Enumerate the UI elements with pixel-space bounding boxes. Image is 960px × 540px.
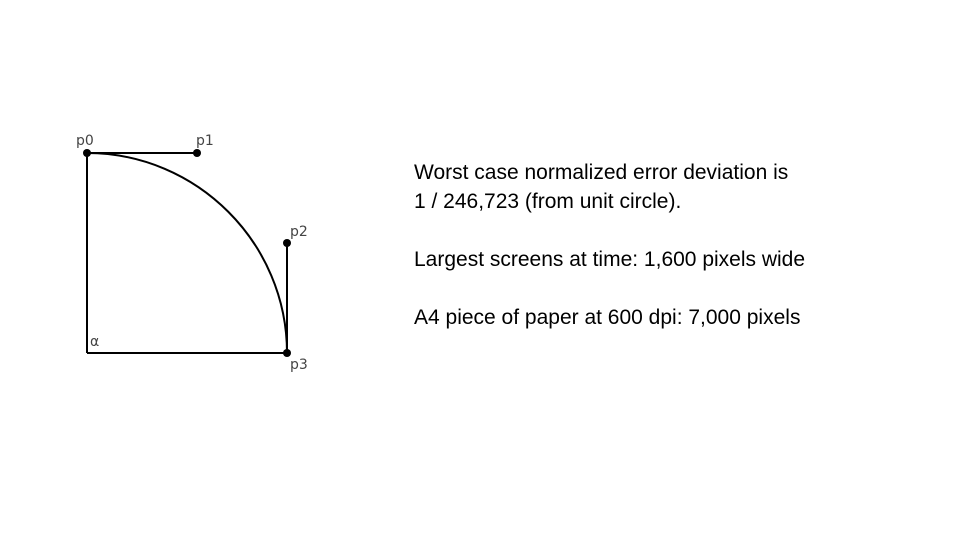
point-p0-label: p0 [76, 133, 94, 149]
error-deviation-text: Worst case normalized error deviation is… [414, 158, 944, 216]
point-p2-dot [283, 239, 291, 247]
error-deviation-line1: Worst case normalized error deviation is [414, 161, 789, 184]
point-p1-label: p1 [196, 133, 214, 149]
a4-paper-text: A4 piece of paper at 600 dpi: 7,000 pixe… [414, 306, 801, 329]
point-p3-label: p3 [290, 357, 308, 373]
error-deviation-line2: 1 / 246,723 (from unit circle). [414, 190, 682, 213]
point-p1-dot [193, 149, 201, 157]
bezier-arc-diagram: p0 p1 p2 p3 α [76, 133, 308, 373]
largest-screens-text: Largest screens at time: 1,600 pixels wi… [414, 248, 806, 271]
point-p2-label: p2 [290, 224, 308, 240]
point-p0-dot [83, 149, 91, 157]
bezier-quarter-arc [86, 152, 288, 354]
point-p3-dot [283, 349, 291, 357]
notes-text-block: Worst case normalized error deviation is… [414, 158, 944, 332]
angle-alpha-label: α [90, 334, 99, 350]
